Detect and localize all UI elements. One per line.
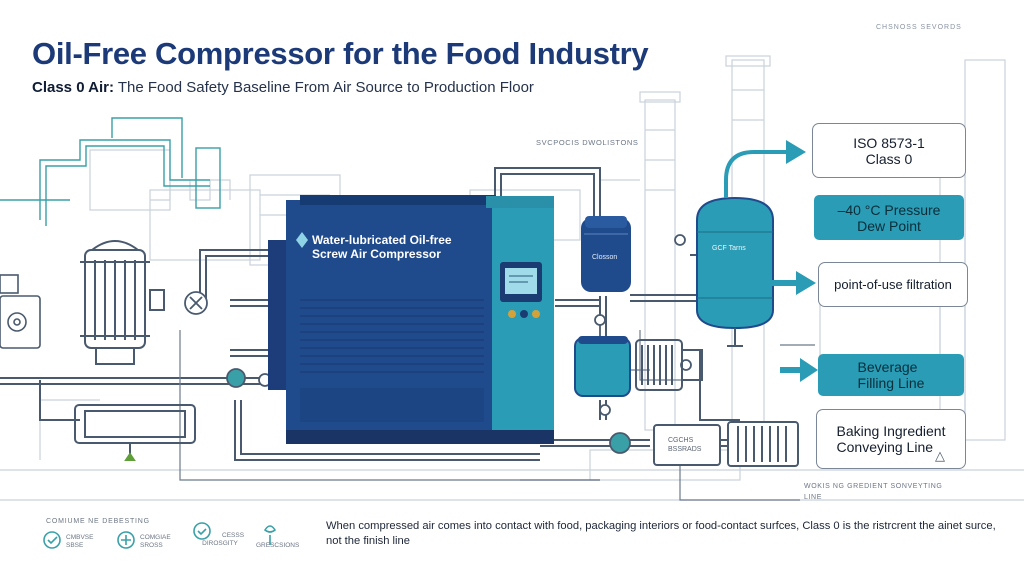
legend-item-3: CESSS DIROSGITY [196, 532, 244, 548]
legend-item-1-line1: CMBVSE [66, 534, 94, 541]
pump-motor [80, 240, 165, 365]
pipe-label: SVCPOCIS DWOLISTONS [536, 138, 639, 147]
bottom-skid [653, 421, 799, 467]
legend-item-3-line2: DIROSGITY [202, 540, 238, 547]
skid-label-line1: CGCHS [668, 437, 694, 444]
background-pipes [0, 117, 221, 226]
coil-exchanger [635, 339, 703, 391]
callout-arrows [724, 140, 818, 382]
tank-label: GCF Tarns [712, 245, 746, 252]
baking-line2: Conveying Line [836, 439, 934, 455]
callout-baking: Baking Ingredient Conveying Line [816, 409, 966, 469]
legend-item-4: GRESCSIONS [256, 542, 299, 550]
filter-label: Closson [592, 254, 618, 261]
line-caption: WOKIS NG GREDIENT SONVEYTING LINE [804, 481, 942, 503]
baking-line1: Baking Ingredient [836, 423, 946, 439]
receiver-tank [696, 196, 774, 347]
compressor-label-line2: Screw Air Compressor [312, 247, 441, 261]
legend-item-2-line1: COMGIAE [140, 534, 171, 541]
iso-line2: Class 0 [865, 150, 913, 167]
control-panel-left [0, 274, 41, 349]
page-title: Oil-Free Compressor for the Food Industr… [32, 36, 649, 71]
legend-title: COMIUME NE DEBESTING [46, 518, 150, 525]
compressor-label-line1: Water-lubricated Oil-free [312, 233, 452, 247]
callout-filtration: point-of-use filtration [818, 262, 968, 307]
skid-label: CGCHS BSSRADS [668, 436, 701, 454]
legend-item-2: COMGIAE SROSS [140, 534, 171, 550]
skid-label-line2: BSSRADS [668, 446, 702, 453]
left-heat-exchanger [74, 404, 196, 461]
line-caption-1: WOKIS NG GREDIENT SONVEYTING [804, 483, 943, 490]
dew-line2: Dew Point [857, 217, 921, 234]
filtration-text: point-of-use filtration [834, 276, 952, 292]
corner-caption: CHSNOSS SEVORDS [876, 24, 962, 31]
legend-icons [43, 522, 277, 549]
callout-dew-point: –40 °C Pressure Dew Point [814, 195, 964, 240]
subtitle-bold: Class 0 Air: [32, 79, 114, 96]
flask-icon: △ [935, 448, 945, 463]
subtitle-rest: The Food Safety Baseline From Air Source… [113, 79, 534, 96]
compressor-label: Water-lubricated Oil-free Screw Air Comp… [300, 233, 500, 261]
line-caption-2: LINE [804, 494, 822, 501]
footer-text: When compressed air comes into contact w… [326, 520, 996, 547]
callout-iso-class0: ISO 8573-1 Class 0 [812, 123, 966, 178]
filter-vessel [581, 216, 631, 292]
page-subtitle: Class 0 Air: The Food Safety Baseline Fr… [32, 79, 534, 96]
compressor-logo-icon [296, 232, 308, 248]
legend-item-1-line2: SBSE [66, 542, 84, 549]
iso-line1: ISO 8573-1 [853, 134, 925, 151]
legend-item-4-line2: GRESCSIONS [256, 542, 300, 549]
callout-beverage: Beverage Filling Line [818, 354, 964, 396]
beverage-line1: Beverage [857, 359, 918, 375]
dew-line1: –40 °C Pressure [837, 201, 941, 218]
dryer-vessel [574, 336, 631, 397]
beverage-line2: Filling Line [857, 375, 925, 391]
legend-item-3-line1: CESSS [222, 532, 245, 539]
legend-item-2-line2: SROSS [140, 542, 163, 549]
legend-item-1: CMBVSE SBSE [66, 534, 93, 550]
main-compressor [268, 195, 554, 444]
